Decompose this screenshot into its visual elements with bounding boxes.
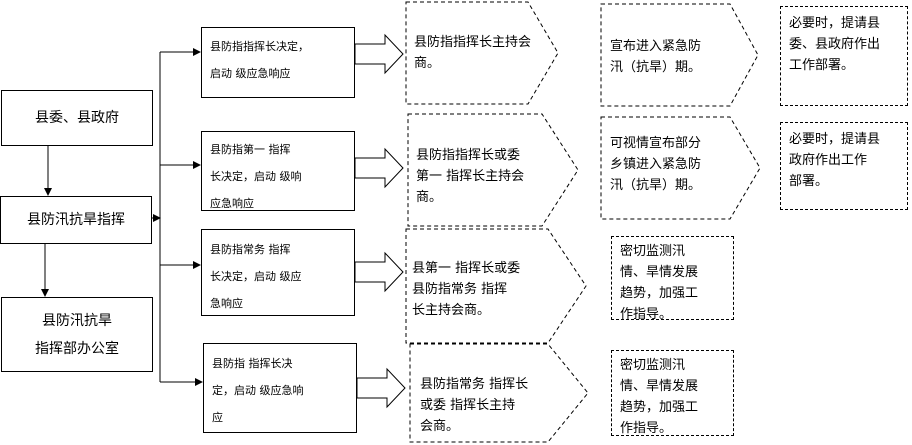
- block-arrow-2: [354, 147, 404, 189]
- announce-text-1: 宣布进入紧急防 汛（抗旱）期。: [610, 36, 730, 78]
- consult-text-2: 县防指指挥长或委 第一 指挥长主持会 商。: [416, 145, 566, 208]
- request-label-1: 必要时，提请县 委、县政府作出 工作部署。: [789, 16, 881, 73]
- decision-label-4: 县防指 指挥长决 定，启动 级应急响 应: [212, 357, 304, 424]
- request-box-1: 必要时，提请县 委、县政府作出 工作部署。: [780, 6, 908, 106]
- announce-label-2: 可视情宣布部分 乡镇进入紧急防 汛（抗旱）期。: [610, 136, 702, 193]
- decision-label-1: 县防指指挥长决定， 启动 级应急响应: [210, 40, 309, 80]
- announce-box-3: 密切监测汛 情、旱情发展 趋势，加强工 作指导。: [611, 236, 734, 322]
- block-arrow-4: [356, 367, 406, 409]
- consult-text-4: 县防指常务 指挥长 或委 指挥长主持 会商。: [420, 374, 570, 437]
- announce-label-1: 宣布进入紧急防 汛（抗旱）期。: [610, 39, 702, 75]
- decision-box-2: 县防指第一 指挥 长决定，启动 级响 应急响应: [201, 131, 355, 211]
- announce-text-2: 可视情宣布部分 乡镇进入紧急防 汛（抗旱）期。: [610, 133, 730, 196]
- command-box-label: 县防汛抗旱指挥: [27, 212, 125, 228]
- command-box: 县防汛抗旱指挥: [0, 196, 152, 244]
- decision-label-2: 县防指第一 指挥 长决定，启动 级响 应急响应: [210, 143, 302, 210]
- announce-label-4: 密切监测汛 情、旱情发展 趋势，加强工 作指导。: [620, 358, 699, 436]
- announce-shape-2: [600, 116, 761, 220]
- decision-box-4: 县防指 指挥长决 定，启动 级应急响 应: [203, 343, 357, 433]
- consult-label-1: 县防指指挥长主持会 商。: [414, 35, 532, 71]
- announce-shape-1: [600, 3, 759, 107]
- consult-label-2: 县防指指挥长或委 第一 指挥长主持会 商。: [416, 148, 525, 205]
- announce-label-3: 密切监测汛 情、旱情发展 趋势，加强工 作指导。: [620, 244, 699, 322]
- consult-shape-4: [409, 343, 589, 443]
- request-box-2: 必要时，提请县 政府作出工作 部署。: [780, 122, 908, 210]
- block-arrow-3: [354, 251, 404, 293]
- announce-box-4: 密切监测汛 情、旱情发展 趋势，加强工 作指导。: [611, 350, 734, 436]
- consult-shape-2: [407, 113, 579, 227]
- top-box: 县委、县政府: [1, 90, 153, 146]
- office-box-label: 县防汛抗旱 指挥部办公室: [35, 312, 119, 357]
- consult-text-3: 县第一 指挥长或委 县防指常务 指挥 长主持会商。: [412, 258, 562, 321]
- top-box-label: 县委、县政府: [35, 110, 119, 126]
- consult-shape-3: [405, 228, 587, 344]
- consult-label-3: 县第一 指挥长或委 县防指常务 指挥 长主持会商。: [412, 261, 521, 318]
- consult-shape-1: [405, 1, 559, 105]
- decision-box-1: 县防指指挥长决定， 启动 级应急响应: [201, 27, 355, 98]
- consult-text-1: 县防指指挥长主持会 商。: [414, 32, 554, 74]
- block-arrow-1: [354, 33, 404, 75]
- office-box: 县防汛抗旱 指挥部办公室: [1, 297, 153, 372]
- decision-label-3: 县防指常务 指挥 长决定，启动 级应 急响应: [210, 243, 302, 310]
- consult-label-4: 县防指常务 指挥长 或委 指挥长主持 会商。: [420, 377, 529, 434]
- decision-box-3: 县防指常务 指挥 长决定，启动 级应 急响应: [201, 229, 355, 316]
- request-label-2: 必要时，提请县 政府作出工作 部署。: [789, 132, 881, 189]
